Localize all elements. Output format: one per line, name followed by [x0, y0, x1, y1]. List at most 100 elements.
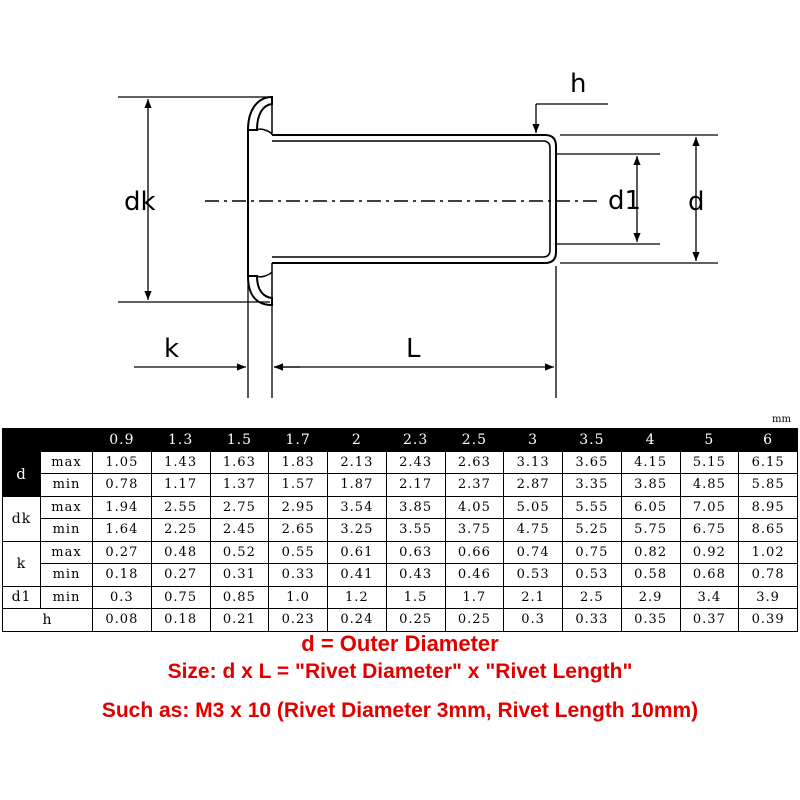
value-cell: 2.55	[150, 495, 211, 519]
value-cell: 2.1	[503, 585, 563, 609]
value-cell: 5.15	[679, 450, 740, 474]
value-cell: 0.23	[268, 608, 328, 632]
row-sub-label: max	[40, 495, 93, 519]
value-cell: 3.54	[327, 495, 387, 519]
value-cell: 1.02	[738, 540, 798, 564]
value-cell: 4.75	[503, 518, 563, 542]
dimension-lines	[118, 96, 718, 398]
value-cell: 1.2	[327, 585, 387, 609]
row-sub-label: max	[40, 540, 93, 564]
note-example: Such as: M3 x 10 (Rivet Diameter 3mm, Ri…	[101, 699, 699, 722]
value-cell: 3.9	[738, 585, 798, 609]
value-cell: 6.15	[738, 450, 798, 474]
value-cell: 6.05	[620, 495, 681, 519]
label-L: L	[406, 334, 421, 364]
value-cell: 1.5	[385, 585, 446, 609]
value-cell: 2.9	[620, 585, 681, 609]
value-cell: 1.87	[327, 473, 387, 497]
value-cell: 0.66	[444, 540, 505, 564]
value-cell: 0.18	[92, 563, 152, 587]
value-cell: 1.63	[209, 450, 270, 474]
value-cell: 0.78	[738, 563, 798, 587]
value-cell: 0.27	[150, 563, 211, 587]
value-cell: 0.63	[385, 540, 446, 564]
value-cell: 0.25	[444, 608, 505, 632]
value-cell: 4.15	[620, 450, 681, 474]
value-cell: 0.3	[503, 608, 563, 632]
value-cell: 0.52	[209, 540, 270, 564]
value-cell: 0.74	[503, 540, 563, 564]
value-cell: 1.17	[150, 473, 211, 497]
value-cell: 7.05	[679, 495, 740, 519]
size-header: 2.3	[385, 428, 446, 452]
size-header-row: 0.9 1.3 1.5 1.7 2 2.3 2.5 3 3.5 4 5 6	[2, 428, 798, 452]
row-sub-label: min	[40, 518, 93, 542]
value-cell: 1.7	[444, 585, 505, 609]
value-cell: 2.87	[503, 473, 563, 497]
label-d: d	[688, 187, 705, 217]
value-cell: 5.85	[738, 473, 798, 497]
value-cell: 2.95	[268, 495, 328, 519]
unit-label: mm	[772, 414, 791, 425]
size-header: 6	[738, 428, 798, 452]
note-outer-diameter: d = Outer Diameter	[301, 631, 499, 656]
value-cell: 1.94	[92, 495, 152, 519]
row-sub-label: min	[40, 585, 93, 609]
value-cell: 2.65	[268, 518, 328, 542]
value-cell: 1.37	[209, 473, 270, 497]
value-cell: 0.37	[679, 608, 740, 632]
value-cell: 0.55	[268, 540, 328, 564]
value-cell: 4.05	[444, 495, 505, 519]
value-cell: 1.0	[268, 585, 328, 609]
value-cell: 0.61	[327, 540, 387, 564]
value-cell: 0.53	[562, 563, 622, 587]
value-cell: 0.53	[503, 563, 563, 587]
row-group-label: d	[2, 450, 41, 497]
value-cell: 5.75	[620, 518, 681, 542]
size-header: 4	[620, 428, 681, 452]
size-header: 3.5	[562, 428, 622, 452]
value-cell: 4.85	[679, 473, 740, 497]
row-sub-label: min	[40, 563, 93, 587]
value-cell: 0.43	[385, 563, 446, 587]
value-cell: 3.4	[679, 585, 740, 609]
value-cell: 1.64	[92, 518, 152, 542]
size-header: 1.3	[150, 428, 211, 452]
value-cell: 2.25	[150, 518, 211, 542]
value-cell: 1.57	[268, 473, 328, 497]
value-cell: 0.31	[209, 563, 270, 587]
value-cell: 3.13	[503, 450, 563, 474]
value-cell: 3.85	[385, 495, 446, 519]
value-cell: 0.25	[385, 608, 446, 632]
value-cell: 0.46	[444, 563, 505, 587]
value-cell: 2.37	[444, 473, 505, 497]
value-cell: 1.05	[92, 450, 152, 474]
row-sub-label: min	[40, 473, 93, 497]
value-cell: 0.48	[150, 540, 211, 564]
value-cell: 5.25	[562, 518, 622, 542]
size-header: 2.5	[444, 428, 505, 452]
value-cell: 2.75	[209, 495, 270, 519]
value-cell: 0.92	[679, 540, 740, 564]
value-cell: 0.75	[150, 585, 211, 609]
value-cell: 0.78	[92, 473, 152, 497]
size-header: 3	[503, 428, 563, 452]
value-cell: 3.85	[620, 473, 681, 497]
value-cell: 3.25	[327, 518, 387, 542]
value-cell: 8.65	[738, 518, 798, 542]
value-cell: 0.39	[738, 608, 798, 632]
value-cell: 0.24	[327, 608, 387, 632]
size-header: 5	[679, 428, 740, 452]
value-cell: 0.75	[562, 540, 622, 564]
value-cell: 0.68	[679, 563, 740, 587]
value-cell: 0.27	[92, 540, 152, 564]
size-header: 0.9	[92, 428, 152, 452]
value-cell: 3.55	[385, 518, 446, 542]
value-cell: 0.33	[268, 563, 328, 587]
